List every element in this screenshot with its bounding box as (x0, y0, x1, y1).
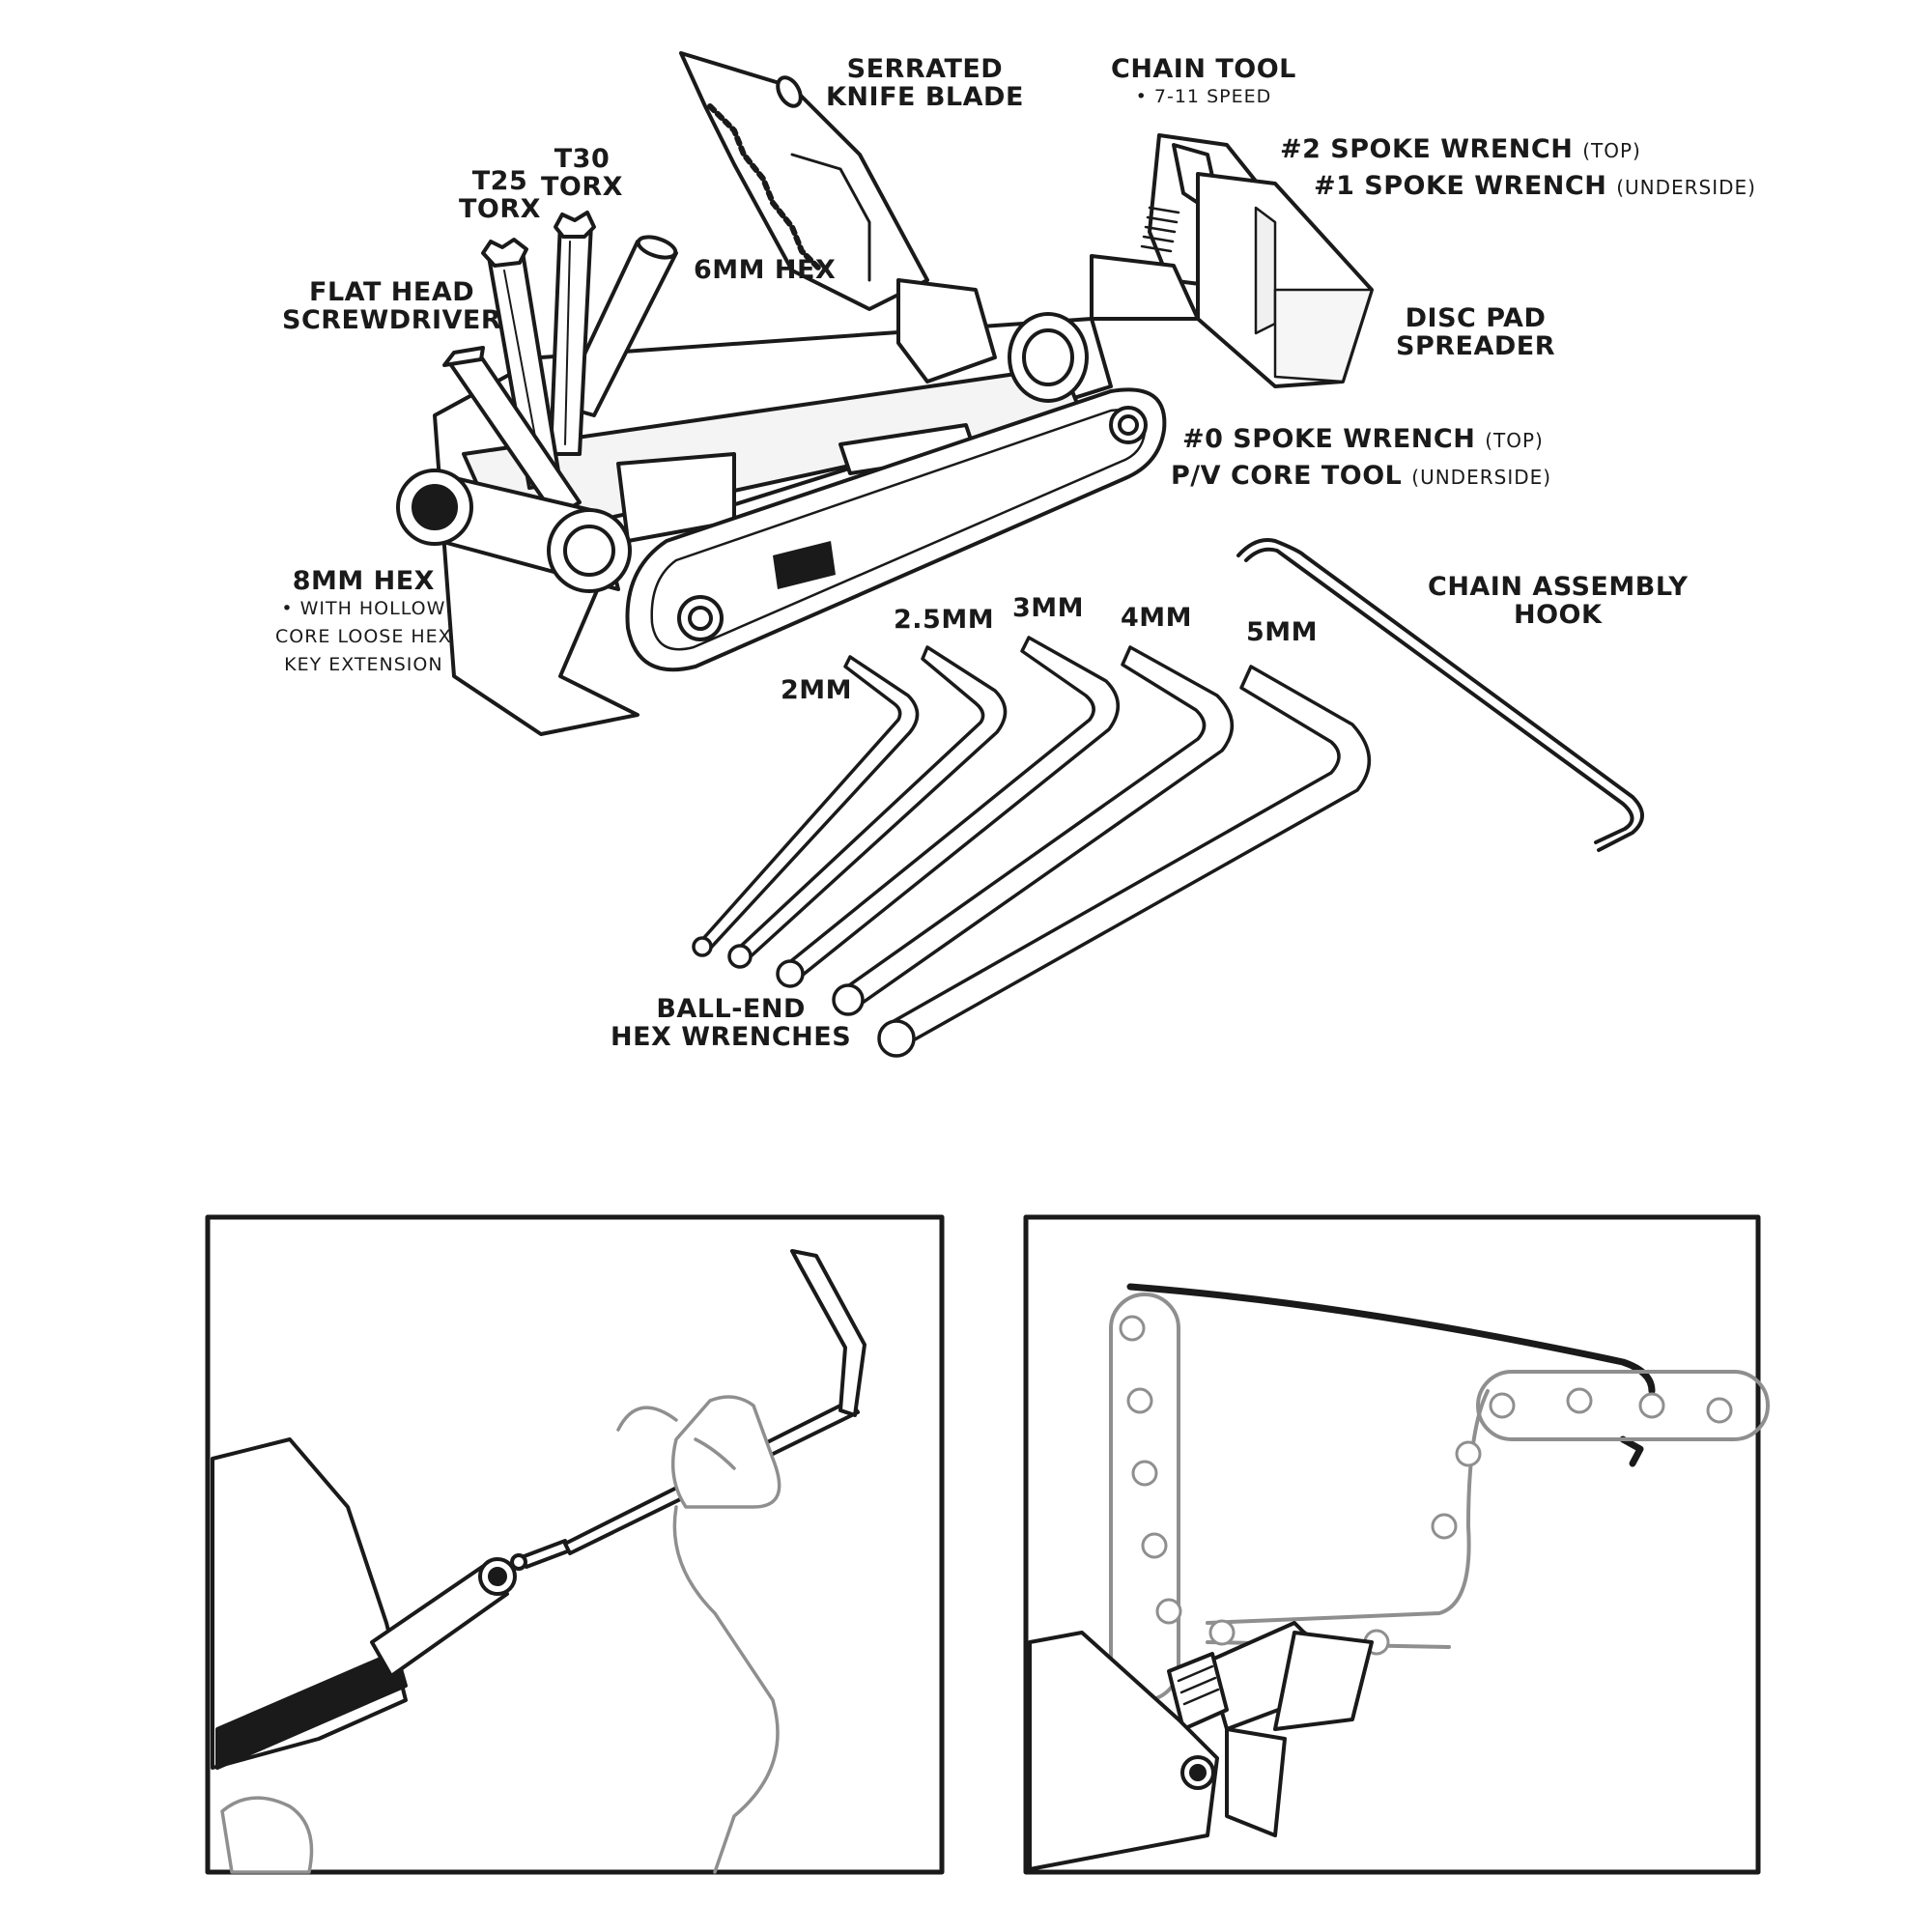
label-spoke-wrench-1: #1 SPOKE WRENCH (UNDERSIDE) (1314, 171, 1756, 201)
label-pv-core-tool: P/V CORE TOOL (UNDERSIDE) (1171, 461, 1552, 491)
label-hex-3mm: 3MM (1012, 593, 1085, 623)
panel-left-frame (205, 1214, 945, 1875)
label-disc-pad-spreader: DISC PAD SPREADER (1396, 303, 1556, 361)
label-hex-5mm: 5MM (1246, 617, 1319, 647)
label-t25-torx: T25 TORX (459, 166, 541, 224)
hex-8mm-barrel (396, 469, 632, 593)
label-hex-2-5mm: 2.5MM (894, 605, 995, 635)
tool-body (433, 317, 1113, 736)
label-ball-end-hex-wrenches: BALL-END HEX WRENCHES (611, 994, 852, 1052)
panel-left-scene (211, 1249, 867, 1874)
torx-t30 (549, 211, 596, 456)
knife-blade (679, 51, 997, 384)
label-chain-tool: CHAIN TOOL • 7-11 SPEED (1111, 54, 1296, 107)
label-8mm-hex: 8MM HEX • WITH HOLLOW CORE LOOSE HEX KEY… (275, 566, 452, 675)
label-serrated-knife-blade: SERRATED KNIFE BLADE (826, 54, 1024, 112)
ball-end-hex-wrenches (692, 636, 1371, 1058)
flat-head-screwdriver (442, 346, 582, 519)
panel-right-frame (1023, 1214, 1761, 1875)
label-t30-torx: T30 TORX (541, 144, 623, 202)
chain-assembly-hook (1236, 538, 1644, 852)
panel-right-scene (1028, 1283, 1770, 1871)
label-chain-assembly-hook: CHAIN ASSEMBLY HOOK (1428, 572, 1689, 630)
label-spoke-wrench-0: #0 SPOKE WRENCH (TOP) (1182, 424, 1544, 454)
disc-pad-spreader (1196, 172, 1374, 388)
label-flat-head-screwdriver: FLAT HEAD SCREWDRIVER (282, 277, 502, 335)
front-plate (625, 387, 1167, 672)
label-6mm-hex: 6MM HEX (694, 255, 837, 285)
label-hex-2mm: 2MM (781, 675, 853, 705)
label-hex-4mm: 4MM (1121, 603, 1193, 633)
hex-6mm-arm (558, 235, 678, 417)
label-spoke-wrench-2: #2 SPOKE WRENCH (TOP) (1280, 134, 1641, 164)
